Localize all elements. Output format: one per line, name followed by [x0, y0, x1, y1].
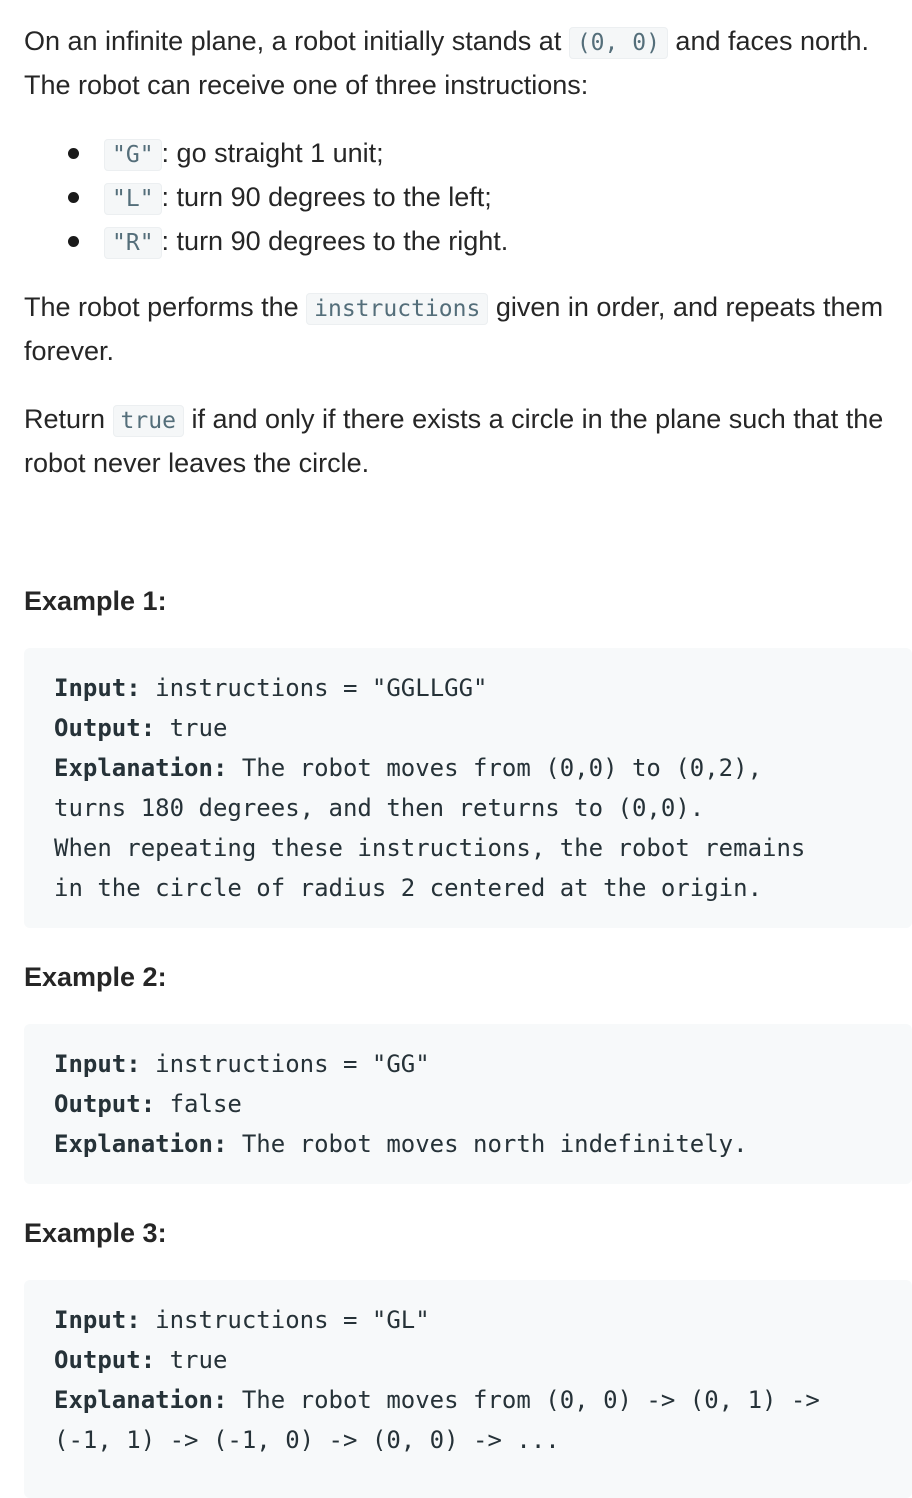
output-value: true [155, 1346, 228, 1374]
rule-text: : turn 90 degrees to the right. [161, 226, 509, 256]
explanation-text: The robot moves from (0,0) to (0,2), [227, 754, 763, 782]
explanation-label: Explanation: [54, 1130, 228, 1158]
bullet-icon [68, 192, 79, 203]
explanation-text: in the circle of radius 2 centered at th… [54, 874, 763, 902]
output-value: true [155, 714, 228, 742]
bullet-icon [68, 236, 79, 247]
explanation-text: The robot moves from (0, 0) -> (0, 1) -> [227, 1386, 820, 1414]
rule-code: "G" [104, 139, 162, 171]
input-value: instructions = "GG" [140, 1050, 430, 1078]
input-label: Input: [54, 674, 141, 702]
explanation-label: Explanation: [54, 754, 228, 782]
perform-paragraph: The robot performs the instructions give… [24, 286, 904, 372]
output-value: false [155, 1090, 242, 1118]
bullet-icon [68, 148, 79, 159]
rule-text: : turn 90 degrees to the left; [161, 182, 492, 212]
example-3-title: Example 3: [24, 1218, 167, 1248]
input-label: Input: [54, 1050, 141, 1078]
list-item: "L": turn 90 degrees to the left; [24, 176, 904, 220]
example-2-block: Input: instructions = "GG" Output: false… [24, 1024, 912, 1184]
example-3-block: Input: instructions = "GL" Output: true … [24, 1280, 912, 1498]
true-code: true [112, 405, 184, 437]
output-label: Output: [54, 1090, 156, 1118]
input-label: Input: [54, 1306, 141, 1334]
return-text-before: Return [24, 404, 113, 434]
example-1-block: Input: instructions = "GGLLGG" Output: t… [24, 648, 912, 928]
example-2-title: Example 2: [24, 962, 167, 992]
origin-code: (0, 0) [568, 27, 668, 59]
intro-paragraph: On an infinite plane, a robot initially … [24, 20, 904, 106]
list-item: "G": go straight 1 unit; [24, 132, 904, 176]
rule-text: : go straight 1 unit; [161, 138, 384, 168]
intro-text-before: On an infinite plane, a robot initially … [24, 26, 569, 56]
output-label: Output: [54, 1346, 156, 1374]
list-item: "R": turn 90 degrees to the right. [24, 220, 904, 264]
input-value: instructions = "GGLLGG" [140, 674, 488, 702]
rule-code: "L" [104, 183, 162, 215]
input-value: instructions = "GL" [140, 1306, 430, 1334]
explanation-text: When repeating these instructions, the r… [54, 834, 806, 862]
perform-text-after: given in order, and repeats them forever… [24, 292, 884, 366]
perform-text-before: The robot performs the [24, 292, 307, 322]
explanation-text: turns 180 degrees, and then returns to (… [54, 794, 705, 822]
example-1-title: Example 1: [24, 586, 167, 616]
intro-text-after: and faces north. The robot can receive o… [24, 26, 870, 100]
return-text-after: if and only if there exists a circle in … [24, 404, 884, 478]
return-paragraph: Return true if and only if there exists … [24, 398, 912, 484]
instruction-list: "G": go straight 1 unit; "L": turn 90 de… [24, 132, 904, 264]
explanation-label: Explanation: [54, 1386, 228, 1414]
rule-code: "R" [104, 227, 162, 259]
output-label: Output: [54, 714, 156, 742]
instructions-code: instructions [306, 293, 489, 325]
explanation-text: The robot moves north indefinitely. [227, 1130, 748, 1158]
explanation-text: (-1, 1) -> (-1, 0) -> (0, 0) -> ... [54, 1426, 560, 1454]
